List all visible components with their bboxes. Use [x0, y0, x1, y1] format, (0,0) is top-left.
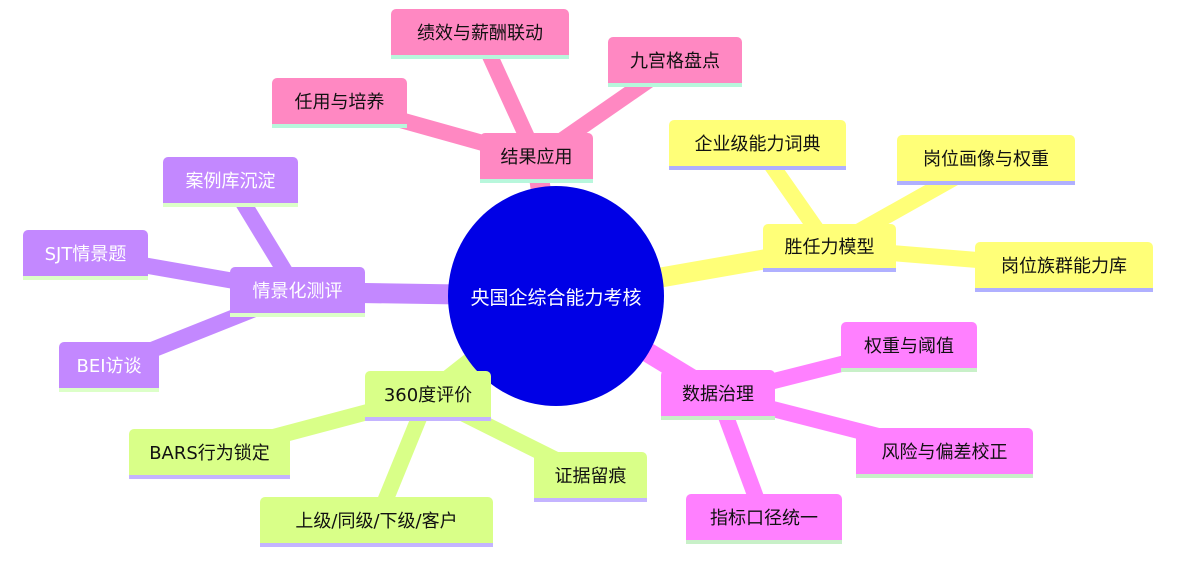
leaf-node[interactable]: SJT情景题 — [23, 230, 148, 280]
leaf-node[interactable]: 指标口径统一 — [686, 494, 842, 544]
branch-node[interactable]: 数据治理 — [661, 370, 775, 420]
leaf-node[interactable]: 风险与偏差校正 — [856, 428, 1033, 478]
branch-node[interactable]: 情景化测评 — [230, 267, 365, 317]
leaf-node[interactable]: 任用与培养 — [272, 78, 407, 128]
leaf-node[interactable]: 岗位画像与权重 — [897, 135, 1075, 185]
root-node[interactable]: 央国企综合能力考核 — [448, 186, 664, 406]
leaf-node[interactable]: BEI访谈 — [59, 342, 159, 392]
leaf-node[interactable]: BARS行为锁定 — [129, 429, 290, 479]
leaf-node[interactable]: 九宫格盘点 — [608, 37, 742, 87]
leaf-node[interactable]: 企业级能力词典 — [669, 120, 846, 170]
leaf-node[interactable]: 权重与阈值 — [841, 322, 977, 372]
leaf-node[interactable]: 案例库沉淀 — [163, 157, 298, 207]
leaf-node[interactable]: 证据留痕 — [534, 452, 647, 502]
branch-node[interactable]: 360度评价 — [365, 371, 491, 421]
branch-node[interactable]: 胜任力模型 — [763, 224, 896, 272]
leaf-node[interactable]: 岗位族群能力库 — [975, 242, 1153, 292]
leaf-node[interactable]: 绩效与薪酬联动 — [391, 9, 569, 59]
branch-node[interactable]: 结果应用 — [480, 133, 593, 183]
leaf-node[interactable]: 上级/同级/下级/客户 — [260, 497, 493, 547]
